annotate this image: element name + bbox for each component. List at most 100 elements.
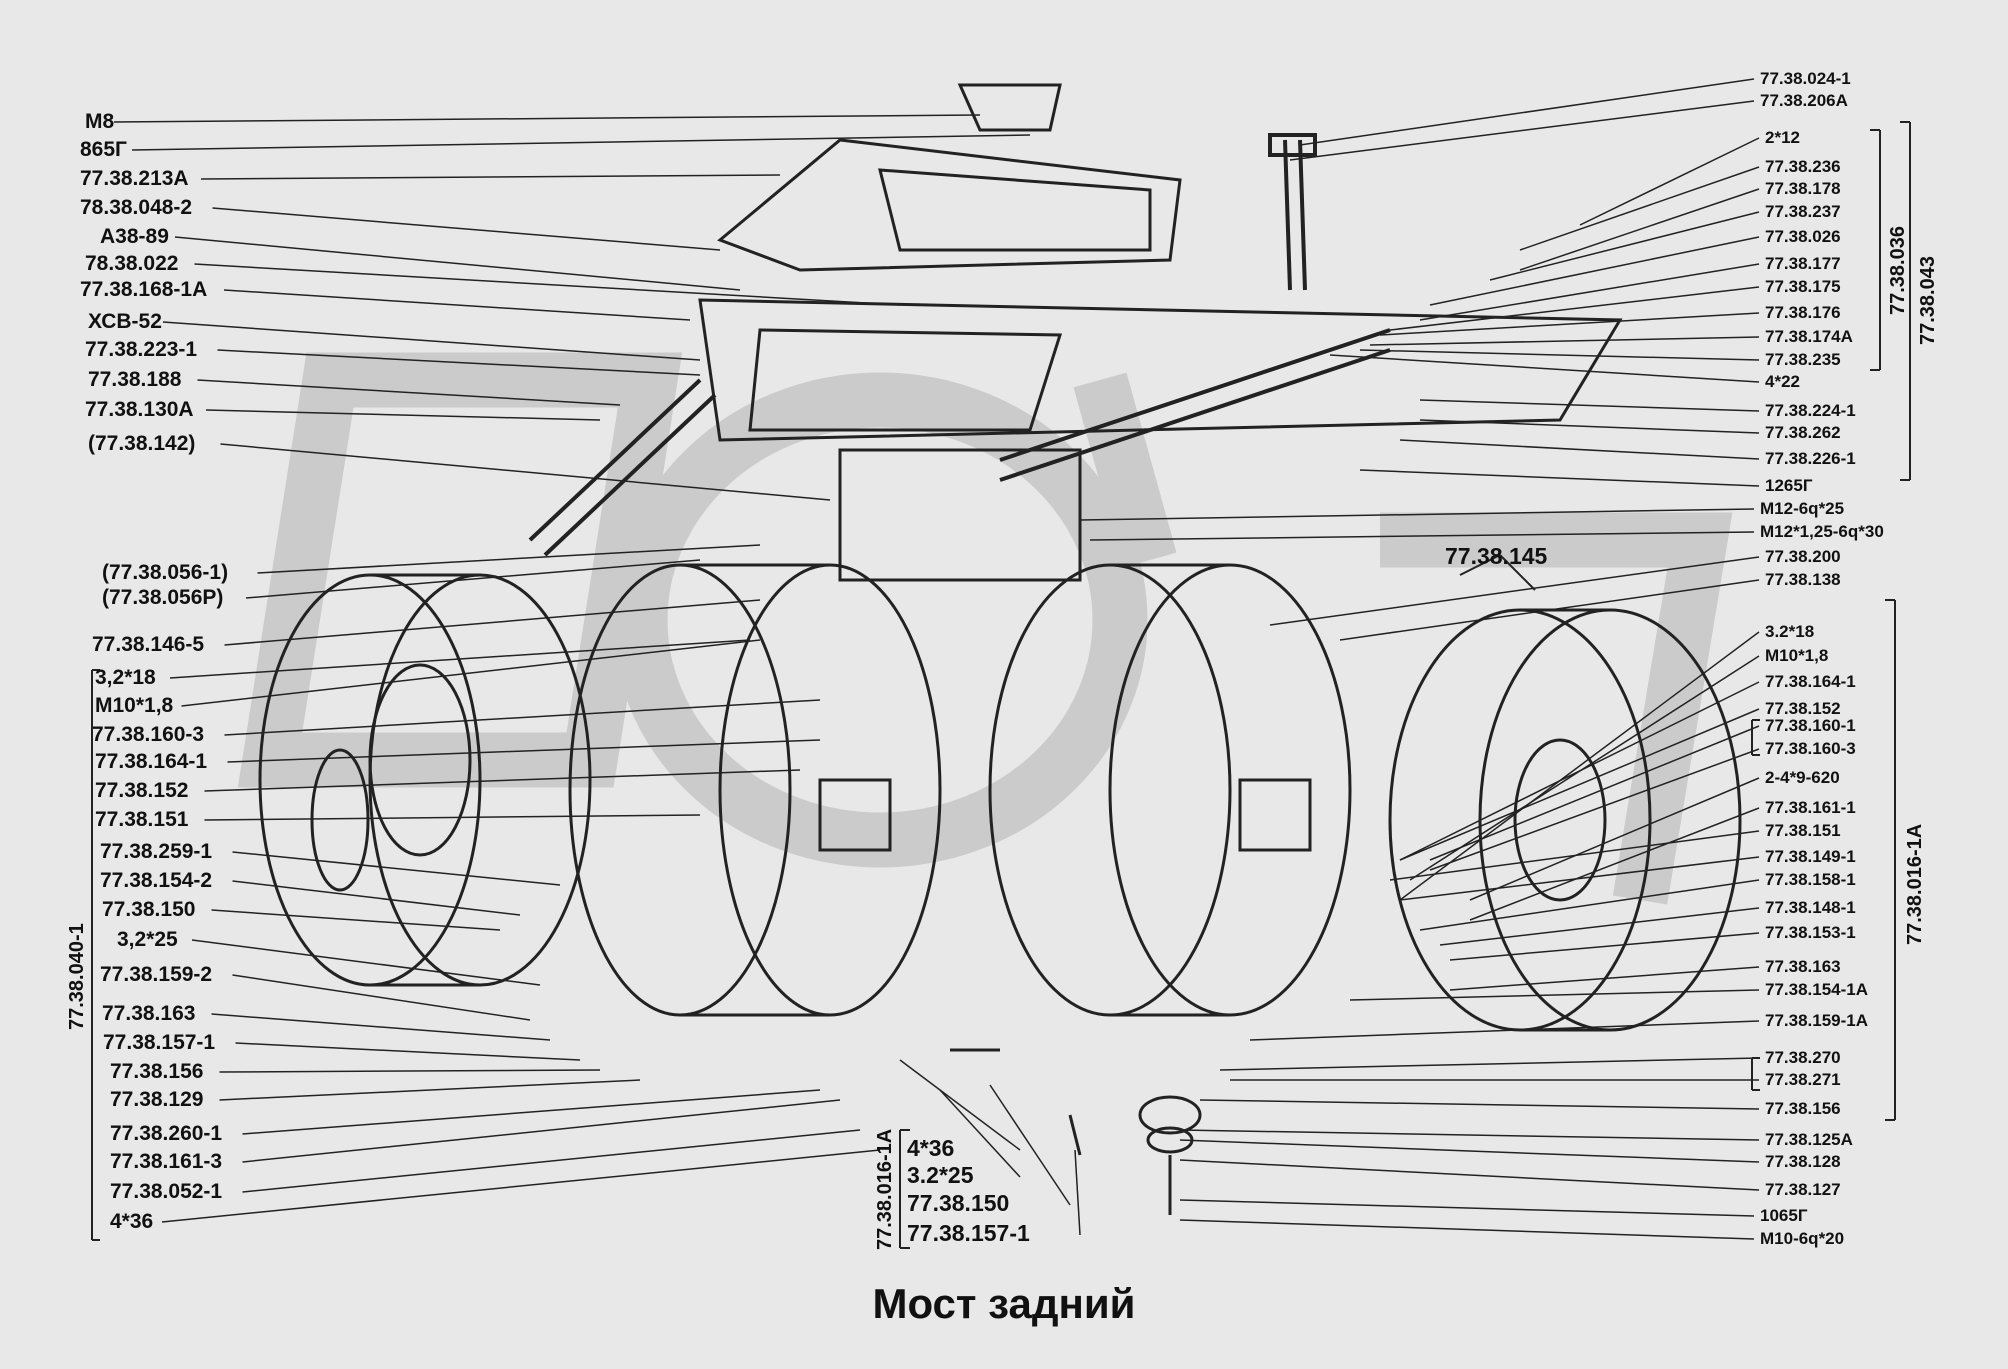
leader-line <box>113 114 981 123</box>
leader-line <box>1389 830 1760 881</box>
leader-line <box>1369 336 1760 346</box>
callout-label: 2*12 <box>1765 128 1800 147</box>
callout-label: 4*36 <box>907 1135 955 1161</box>
leader-line <box>174 236 741 291</box>
leader-line <box>1329 354 1760 383</box>
callout-label: 77.38.052-1 <box>110 1180 223 1203</box>
callout-label: 77.38.206А <box>1760 91 1848 110</box>
callout-label: 77.38.226-1 <box>1765 449 1856 468</box>
leader-line <box>1499 554 1536 591</box>
leader-line <box>197 379 621 406</box>
leader-line <box>1179 1219 1755 1240</box>
leader-line <box>1389 286 1760 331</box>
callout-label: 3,2*18 <box>95 666 156 689</box>
leader-line <box>1429 748 1760 871</box>
leader-line <box>1249 1020 1760 1041</box>
callout-label: 77.38.161-3 <box>110 1150 223 1173</box>
callout-label: 3,2*25 <box>117 928 178 951</box>
leader-line <box>169 639 751 679</box>
leader-line <box>1269 556 1760 626</box>
vertical-label-assembly-bottom: 77.38.016-1А <box>874 1128 896 1250</box>
leader-line <box>161 1149 881 1223</box>
callout-label: 4*36 <box>110 1210 154 1233</box>
leader-line <box>1579 137 1760 226</box>
right-brake-band <box>988 563 1352 1017</box>
leader-line <box>1419 263 1760 321</box>
callout-label: 77.38.026 <box>1765 227 1841 246</box>
leader-line <box>1359 349 1760 361</box>
callout-label: 77.38.163 <box>1765 957 1841 976</box>
leader-line <box>1299 78 1755 146</box>
leader-line <box>257 544 761 574</box>
callout-label: 3.2*18 <box>1765 622 1815 641</box>
callout-label: 77.38.159-1А <box>1765 1011 1869 1030</box>
callout-label: 77.38.152 <box>1765 699 1841 718</box>
leader-line <box>224 699 821 736</box>
leader-line <box>989 1084 1071 1206</box>
callout-label: 77.38.154-1А <box>1765 980 1869 999</box>
leader-line <box>232 974 531 1021</box>
leader-line <box>204 769 801 792</box>
callout-label: 77.38.178 <box>1765 179 1841 198</box>
watermark-logo <box>237 352 1733 905</box>
callout-label: 77.38.146-5 <box>92 633 205 656</box>
callout-label: 77.38.151 <box>1765 821 1841 840</box>
callout-label: 77.38.150 <box>102 898 196 921</box>
callout-label: 3.2*25 <box>907 1162 974 1188</box>
leader-line <box>194 263 901 306</box>
leader-line <box>1439 907 1760 946</box>
callout-label: 77.38.175 <box>1765 277 1841 296</box>
callout-label: 77.38.157-1 <box>907 1220 1030 1246</box>
leader-line <box>211 909 501 931</box>
left-brake-drum <box>258 573 592 987</box>
callout-label: 2-4*9-620 <box>1765 768 1840 787</box>
leader-line <box>1399 708 1760 861</box>
callout-label: 77.38.188 <box>88 368 182 391</box>
callout-label: 77.38.176 <box>1765 303 1841 322</box>
leader-line <box>242 1129 861 1193</box>
leader-line <box>1359 469 1760 487</box>
callout-label: 77.38.174А <box>1765 327 1853 346</box>
leader-line <box>1419 879 1760 931</box>
callout-label: М12*1,25-6q*30 <box>1760 522 1884 541</box>
callout-label: 77.38.156 <box>110 1060 204 1083</box>
leader-line <box>1089 531 1755 541</box>
callout-label: 78.38.022 <box>85 252 179 275</box>
leader-line <box>1179 1139 1760 1163</box>
callout-label: М12-6q*25 <box>1760 499 1845 518</box>
callout-label: 4*22 <box>1765 372 1800 391</box>
leader-line <box>1349 989 1760 1001</box>
leader-line <box>191 939 541 986</box>
callout-label: (77.38.056Р) <box>102 586 224 609</box>
leader-line <box>227 739 821 763</box>
callout-label: 77.38.200 <box>1765 547 1841 566</box>
leader-line <box>1469 777 1760 901</box>
leader-line <box>235 1042 581 1061</box>
leader-line <box>1429 725 1760 861</box>
bottom-hardware <box>950 1048 1202 1215</box>
callout-label: 77.38.125А <box>1765 1130 1853 1149</box>
callout-label: 77.38.127 <box>1765 1180 1841 1199</box>
diagram-title: Мост задний <box>872 1280 1136 1327</box>
callout-label: ХСВ-52 <box>88 310 162 333</box>
callout-label: А38-89 <box>100 225 169 248</box>
callout-label: 77.38.213А <box>80 167 189 190</box>
leader-line <box>1469 807 1760 921</box>
leader-line <box>220 443 831 501</box>
callout-label: 77.38.154-2 <box>100 869 213 892</box>
callout-label: 77.38.259-1 <box>100 840 213 863</box>
center-label: 77.38.145 <box>1445 543 1548 569</box>
leader-line <box>232 851 561 886</box>
callout-label: 77.38.158-1 <box>1765 870 1856 889</box>
leader-line <box>1179 1199 1755 1217</box>
callout-label: 77.38.151 <box>95 808 189 831</box>
callout-label: 77.38.164-1 <box>95 750 208 773</box>
callout-label: 77.38.168-1А <box>80 278 208 301</box>
callout-label: 77.38.270 <box>1765 1048 1841 1067</box>
leader-line <box>1379 312 1760 336</box>
callout-label: 77.38.150 <box>907 1190 1010 1216</box>
callout-label: 1065Г <box>1760 1206 1808 1225</box>
leader-line <box>1179 1129 1760 1141</box>
callout-label: 77.38.237 <box>1765 202 1841 221</box>
